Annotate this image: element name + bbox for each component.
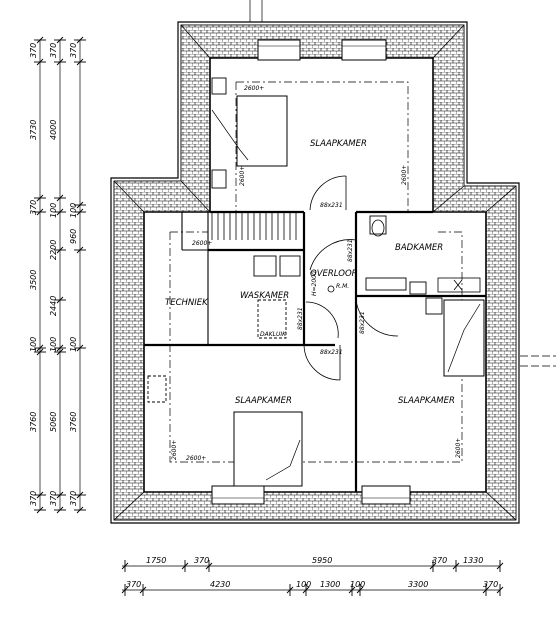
dim-tick — [139, 586, 147, 594]
dim-label: 2440 — [49, 296, 58, 316]
dim-tick — [36, 208, 44, 216]
dim-tick — [36, 491, 44, 499]
door-label: 88x231 — [320, 349, 343, 356]
dim-label: 370 — [194, 556, 209, 565]
dim-tick — [56, 344, 64, 352]
dim-label: 3300 — [408, 580, 428, 589]
dakluik-label: DAKLUIK — [260, 331, 287, 338]
dim-tick — [36, 344, 44, 352]
height-2000-label: H=2000 — [311, 271, 318, 296]
dim-tick — [348, 586, 356, 594]
height-label: 2600+ — [171, 440, 178, 460]
dim-label: 370 — [483, 580, 498, 589]
dim-tick — [56, 246, 64, 254]
height-label: 2600+ — [239, 166, 246, 186]
door-label: 88x231 — [297, 307, 304, 330]
dim-tick — [56, 348, 64, 356]
dim-tick — [76, 58, 84, 66]
dim-tick — [36, 194, 44, 202]
dim-label: 370 — [29, 43, 38, 58]
dim-label: 100 — [29, 337, 38, 352]
dim-label: 100 — [350, 580, 365, 589]
dim-label: 1300 — [320, 580, 340, 589]
door-label: 88x231 — [320, 202, 343, 209]
dim-tick — [76, 506, 84, 514]
dim-tick — [36, 506, 44, 514]
door-label: 88x231 — [359, 311, 366, 334]
dim-label: 3500 — [29, 270, 38, 290]
dim-label: 3730 — [29, 120, 38, 140]
dim-tick — [56, 296, 64, 304]
roof-outline — [110, 21, 520, 524]
dim-label: 100 — [69, 337, 78, 352]
room-waskamer: WASKAMER — [240, 291, 289, 301]
dim-label: 5950 — [312, 556, 332, 565]
dim-label: 4230 — [210, 580, 230, 589]
dim-tick — [452, 562, 460, 570]
dim-tick — [429, 562, 437, 570]
height-label: 2600+ — [192, 240, 212, 247]
dim-label: 370 — [69, 491, 78, 506]
dim-label: 4000 — [49, 120, 58, 140]
dim-tick — [56, 208, 64, 216]
room-badkamer: BADKAMER — [395, 243, 443, 253]
dim-tick — [56, 36, 64, 44]
dim-tick — [205, 562, 213, 570]
dim-label: 370 — [49, 43, 58, 58]
dim-tick — [302, 586, 310, 594]
dim-tick — [482, 586, 490, 594]
height-label: 2600+ — [186, 455, 206, 462]
room-slaapkamer-top: SLAAPKAMER — [310, 139, 367, 149]
dim-label: 3760 — [29, 412, 38, 432]
dim-label: 960 — [69, 229, 78, 244]
dim-tick — [56, 58, 64, 66]
dim-tick — [76, 344, 84, 352]
rm-symbol — [327, 285, 335, 293]
dim-label: 1750 — [146, 556, 166, 565]
dim-label: 3760 — [69, 412, 78, 432]
dim-tick — [356, 586, 364, 594]
dim-tick — [36, 58, 44, 66]
room-slaapkamer-left: SLAAPKAMER — [235, 396, 292, 406]
height-label: 2600+ — [244, 85, 264, 92]
dim-tick — [76, 36, 84, 44]
dim-tick — [496, 562, 504, 570]
height-label: 2600+ — [401, 165, 408, 185]
dim-label: 2200 — [49, 240, 58, 260]
room-techniek: TECHNIEK — [165, 298, 209, 308]
dim-tick — [56, 491, 64, 499]
dim-label: 1330 — [463, 556, 483, 565]
dim-tick — [181, 562, 189, 570]
room-overloop: OVERLOOP — [310, 269, 358, 279]
dim-label: 370 — [126, 580, 141, 589]
dim-tick — [76, 491, 84, 499]
dim-tick — [56, 506, 64, 514]
dim-label: 370 — [29, 491, 38, 506]
rm-label: R.M. — [336, 283, 349, 290]
door-label: 88x231 — [347, 239, 354, 262]
dim-label: 100 — [49, 203, 58, 218]
dim-tick — [56, 194, 64, 202]
room-slaapkamer-right: SLAAPKAMER — [398, 396, 455, 406]
dim-tick — [36, 348, 44, 356]
dim-tick — [36, 36, 44, 44]
dim-tick — [286, 586, 294, 594]
height-label: 2600+ — [455, 438, 462, 458]
dim-label: 100 — [69, 203, 78, 218]
dim-tick — [496, 586, 504, 594]
dim-label: 370 — [29, 200, 38, 215]
dim-tick — [76, 246, 84, 254]
dim-label: 370 — [49, 491, 58, 506]
dim-label: 100 — [296, 580, 311, 589]
dim-tick — [76, 201, 84, 209]
dim-tick — [76, 208, 84, 216]
dim-label: 5060 — [49, 412, 58, 432]
dim-label: 370 — [69, 43, 78, 58]
dim-tick — [121, 586, 129, 594]
dim-label: 370 — [432, 556, 447, 565]
dim-label: 100 — [49, 337, 58, 352]
dim-tick — [121, 562, 129, 570]
